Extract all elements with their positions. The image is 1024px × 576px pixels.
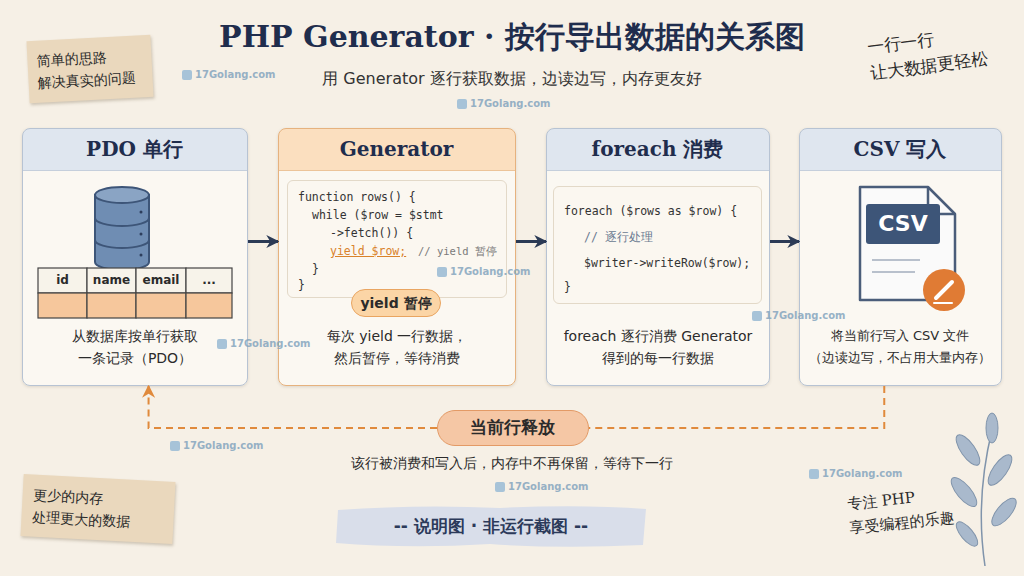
flow-connector [770, 240, 799, 243]
process-box: PDO 单行从数据库按单行获取 一条记录（PDO） [22, 128, 248, 386]
flow-connector [589, 386, 884, 428]
code-line: $writer->writeRow($row); [584, 255, 784, 271]
watermark: 17Golang.com [508, 480, 618, 494]
watermark-icon [495, 482, 505, 492]
sticky-text: 更少的内存 处理更大的数据 [32, 484, 164, 535]
watermark: 17Golang.com [822, 467, 932, 481]
leaf-stem [981, 430, 992, 566]
pill-badge: yield 暂停 [351, 289, 441, 317]
box-description: 从数据库按单行获取 一条记录（PDO） [61, 325, 209, 369]
box-heading: Generator [279, 129, 514, 170]
process-box: Generator 每次 yield 一行数据， 然后暂停，等待消费 functio… [278, 128, 516, 386]
code-line: // 逐行处理 [584, 229, 784, 245]
table-cell-text: id [38, 268, 87, 293]
sticky-text: 简单的思路 解决真实的问题 [36, 44, 144, 93]
subtitle: 用 Generator 逐行获取数据，边读边写，内存更友好 [212, 66, 812, 92]
icon-text: CSV [866, 204, 940, 244]
code-block: function rows() {while ($row = $stmt->fe… [287, 180, 507, 298]
flow-connector [516, 240, 546, 243]
watermark: 17Golang.com [765, 309, 875, 323]
process-box: CSV 写入将当前行写入 CSV 文件 （边读边写，不占用大量内存） [799, 128, 1002, 386]
leaf-decoration [947, 413, 1020, 566]
leaf [947, 474, 981, 511]
process-box: foreach 消费 foreach 逐行消费 Generator 得到的每一行数… [546, 128, 770, 386]
table-cell-text: name [87, 268, 136, 293]
flow-connector [149, 386, 437, 428]
box-description: 将当前行写入 CSV 文件 （边读边写，不占用大量内存） [800, 325, 1000, 369]
handwritten-note: 专注 PHP 享受编程的乐趣 [846, 480, 972, 540]
leaf [986, 413, 998, 443]
code-block: foreach ($rows as $row) {// 逐行处理$writer-… [553, 186, 762, 304]
watermark: 17Golang.com [230, 337, 340, 351]
flow-connector [248, 240, 278, 243]
leaf [988, 494, 1021, 529]
box-heading: CSV 写入 [800, 129, 1000, 170]
leaf [953, 519, 981, 550]
diagram-caption: -- 说明图 · 非运行截图 -- [340, 512, 642, 540]
table-cell-text: ... [186, 268, 232, 293]
code-line: while ($row = $stmt [312, 207, 512, 223]
leaf [984, 451, 1016, 489]
box-heading: PDO 单行 [23, 129, 246, 170]
table-cell-text: email [136, 268, 186, 293]
watermark-icon [182, 70, 192, 80]
watermark-icon [809, 469, 819, 479]
box-description: 每次 yield 一行数据， 然后暂停，等待消费 [309, 325, 485, 369]
handwritten-note: 一行一行 让大数据更轻松 [865, 18, 1000, 85]
sticky-note: 简单的思路 解决真实的问题 [26, 35, 153, 103]
caption-band [336, 506, 646, 547]
watermark-icon [457, 99, 467, 109]
pill-text: 当前行释放 [438, 411, 587, 444]
watermark: 17Golang.com [450, 265, 560, 279]
watermark: 17Golang.com [195, 68, 305, 82]
leaf [952, 431, 984, 469]
watermark: 17Golang.com [183, 439, 293, 453]
code-line: ->fetch()) { [330, 225, 530, 241]
code-line: function rows() { [298, 189, 498, 205]
code-line: foreach ($rows as $row) { [564, 203, 764, 219]
box-heading: foreach 消费 [547, 129, 768, 170]
watermark-icon [170, 441, 180, 451]
watermark-icons [170, 70, 819, 492]
release-note: 该行被消费和写入后，内存中不再保留，等待下一行 [262, 452, 762, 474]
code-line: } [564, 279, 764, 295]
watermark: 17Golang.com [470, 97, 580, 111]
pill-text: yield 暂停 [352, 290, 440, 316]
pill-badge: 当前行释放 [437, 410, 589, 446]
box-description: foreach 逐行消费 Generator 得到的每一行数据 [559, 325, 757, 369]
sticky-note: 更少的内存 处理更大的数据 [20, 474, 175, 544]
